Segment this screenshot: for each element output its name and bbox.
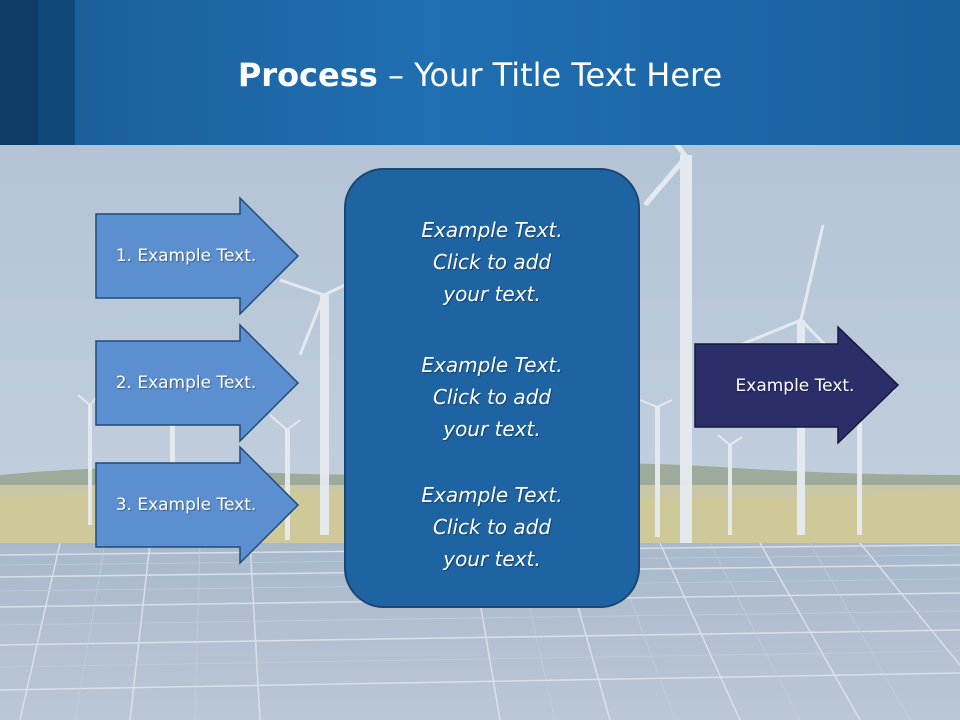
left-arrow-2-label: 2. Example Text. [115,373,257,393]
center-text-block-2: Example Text. Click to add your text. [346,349,638,445]
right-arrow-label: Example Text. [735,375,855,396]
header-accent-bar-dark [0,0,38,145]
center-text-line: Click to add [432,385,552,409]
slide-title-rest: – Your Title Text Here [377,56,723,94]
center-text-line: Click to add [432,515,552,539]
slide-title-bold: Process [237,56,378,94]
right-arrow[interactable] [694,325,900,445]
center-content-box[interactable]: Example Text. Click to add your text. Ex… [344,168,640,608]
left-arrow-3-label: 3. Example Text. [115,495,257,515]
left-arrow-1-label: 1. Example Text. [115,246,257,266]
center-text-line: your text. [443,417,541,441]
center-text-block-1: Example Text. Click to add your text. [346,214,638,310]
header-band: Process – Your Title Text Here [0,0,960,145]
center-text-line: Example Text. [421,353,563,377]
center-text-line: your text. [443,547,541,571]
center-text-line: Example Text. [421,218,563,242]
left-arrow-1[interactable] [95,196,300,316]
left-arrow-3[interactable] [95,445,300,565]
center-text-block-3: Example Text. Click to add your text. [346,479,638,575]
left-arrow-2[interactable] [95,323,300,443]
center-text-line: Example Text. [421,483,563,507]
slide-title[interactable]: Process – Your Title Text Here [0,52,960,98]
center-text-line: Click to add [432,250,552,274]
center-text-line: your text. [443,282,541,306]
